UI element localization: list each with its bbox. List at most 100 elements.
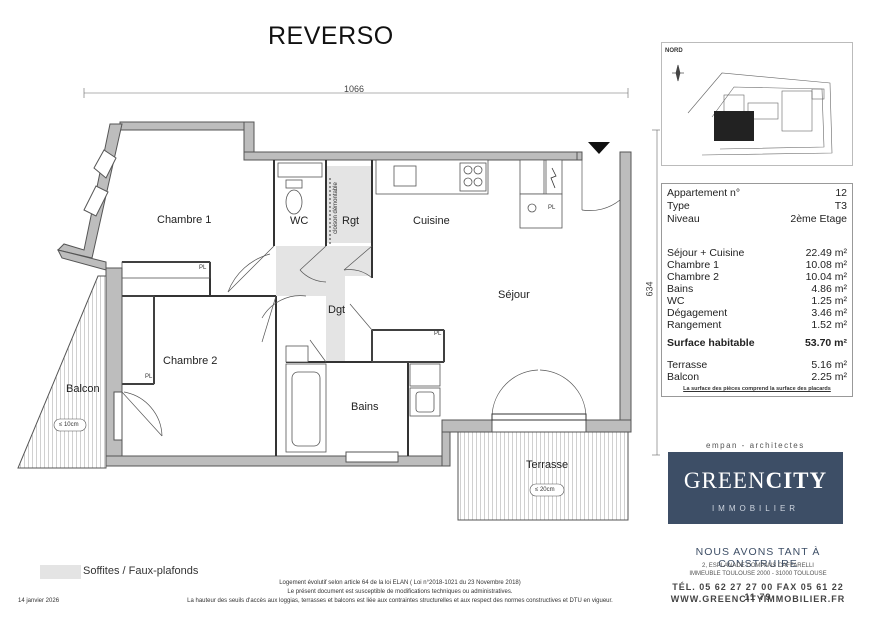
info-label: Surface habitable bbox=[667, 337, 755, 349]
pl-label: PL bbox=[199, 265, 207, 271]
room-label-dgt: Dgt bbox=[328, 304, 346, 316]
terrasse-hatch bbox=[457, 431, 629, 521]
balcon-slope-label: ≤ 10cm bbox=[59, 422, 79, 428]
pl-label: PL bbox=[434, 331, 442, 337]
window bbox=[93, 149, 117, 179]
plan-date: 14 janvier 2026 bbox=[18, 598, 60, 604]
north-arrow-icon bbox=[672, 64, 684, 82]
info-label: Bains bbox=[667, 283, 694, 295]
slogan: NOUS AVONS TANT À CONSTRUIRE bbox=[695, 546, 821, 570]
room-label-wc: WC bbox=[290, 215, 309, 227]
info-value: 1.52 m² bbox=[811, 319, 847, 331]
info-value: 5.16 m² bbox=[811, 359, 847, 371]
key-plan: NORD bbox=[661, 42, 853, 166]
apartment-highlight bbox=[714, 111, 754, 141]
info-value: 22.49 m² bbox=[805, 247, 847, 259]
soffit-legend-label: Soffites / Faux-plafonds bbox=[83, 565, 199, 577]
door-swings bbox=[121, 160, 621, 437]
info-value: 1.25 m² bbox=[811, 295, 847, 307]
info-value: 10.04 m² bbox=[805, 271, 847, 283]
info-value: 2.25 m² bbox=[811, 371, 847, 383]
info-label: Rangement bbox=[667, 319, 722, 331]
info-label: WC bbox=[667, 295, 685, 307]
info-label: Chambre 2 bbox=[667, 271, 719, 283]
site-outline bbox=[687, 72, 833, 156]
address-line-1: 2, ESPLANADE COMPANS CAFFARELLI bbox=[702, 563, 814, 569]
dimension-width-line bbox=[83, 88, 629, 98]
window bbox=[83, 185, 109, 217]
room-label-balcon: Balcon bbox=[66, 383, 100, 395]
terrasse-slope-badge bbox=[529, 483, 565, 497]
info-label: Niveau bbox=[667, 213, 700, 225]
info-value: 53.70 m² bbox=[804, 337, 847, 349]
phone-fax: TÉL. 05 62 27 27 00 FAX 05 61 22 11 79 bbox=[672, 582, 844, 602]
info-row-level: Niveau 2ème Etage bbox=[667, 213, 847, 226]
info-label: Appartement n° bbox=[667, 187, 741, 199]
footer-line-2: Le présent document est susceptible de m… bbox=[287, 589, 513, 595]
website: WWW.GREENCITYIMMOBILIER.FR bbox=[670, 594, 846, 604]
info-row-type: Type T3 bbox=[667, 200, 847, 213]
info-row-apartment: Appartement n° 12 bbox=[667, 187, 847, 200]
info-row-exterior: Terrasse 5.16 m² bbox=[667, 359, 847, 372]
info-label: Séjour + Cuisine bbox=[667, 247, 745, 259]
info-value: T3 bbox=[834, 200, 847, 212]
info-row-room: Séjour + Cuisine 22.49 m² bbox=[667, 247, 847, 260]
pl-label: PL bbox=[145, 374, 153, 380]
info-value: 4.86 m² bbox=[811, 283, 847, 295]
electric-panel-icon bbox=[550, 167, 557, 189]
soffit-zone bbox=[276, 246, 372, 362]
info-label: Terrasse bbox=[667, 359, 708, 371]
room-label-cuisine: Cuisine bbox=[413, 215, 450, 227]
info-row-surface: Surface habitable 53.70 m² bbox=[667, 337, 847, 350]
info-row-exterior: Balcon 2.25 m² bbox=[667, 371, 847, 384]
floor-plan bbox=[17, 88, 660, 521]
window bbox=[113, 391, 123, 441]
soffit-zone bbox=[326, 166, 372, 243]
greencity-logo: GREENCITY IMMOBILIER bbox=[668, 452, 843, 524]
wc-fixtures bbox=[277, 162, 323, 215]
info-value: 3.46 m² bbox=[811, 307, 847, 319]
info-row-room: Bains 4.86 m² bbox=[667, 283, 847, 296]
north-label-text: NORD bbox=[665, 48, 683, 54]
surface-note: La surface des pièces comprend la surfac… bbox=[683, 386, 831, 392]
info-value: 12 bbox=[835, 187, 847, 199]
dimension-width-label: 1066 bbox=[344, 84, 365, 94]
balcon-slope-badge bbox=[53, 418, 87, 432]
footer-line-1: Logement évolutif selon article 64 de la… bbox=[279, 580, 521, 586]
logo-green: GREEN bbox=[683, 468, 766, 493]
info-row-room: Chambre 2 10.04 m² bbox=[667, 271, 847, 284]
soffit-legend-swatch bbox=[40, 565, 81, 579]
cloison-label: cloison démontable bbox=[332, 182, 339, 234]
footer-line-3: La hauteur des seuils d'accès aux loggia… bbox=[187, 598, 613, 604]
info-row-room: WC 1.25 m² bbox=[667, 295, 847, 308]
info-value: 10.08 m² bbox=[805, 259, 847, 271]
info-label: Chambre 1 bbox=[667, 259, 719, 271]
info-table: Appartement n° 12 Type T3 Niveau 2ème Et… bbox=[661, 183, 853, 397]
partitions bbox=[122, 160, 445, 456]
logo-wordmark: GREENCITY bbox=[668, 468, 843, 494]
door-threshold bbox=[491, 413, 587, 421]
key-plan-drawing bbox=[672, 64, 833, 156]
info-row-room: Rangement 1.52 m² bbox=[667, 319, 847, 332]
pl-label: PL bbox=[548, 205, 556, 211]
info-row-room: Dégagement 3.46 m² bbox=[667, 307, 847, 320]
window bbox=[345, 451, 399, 463]
room-label-bains: Bains bbox=[351, 401, 379, 413]
room-label-rgt: Rgt bbox=[342, 215, 360, 227]
info-label: Type bbox=[667, 200, 690, 212]
logo-subtitle: IMMOBILIER bbox=[711, 504, 800, 513]
info-value: 2ème Etage bbox=[790, 213, 847, 225]
logo-city: CITY bbox=[765, 468, 828, 493]
dimension-height-label: 634 bbox=[644, 281, 655, 297]
bath-fixtures bbox=[285, 345, 441, 453]
entry-arrow-icon bbox=[588, 142, 610, 154]
room-label-sejour: Séjour bbox=[498, 289, 530, 301]
plan-title: REVERSO bbox=[268, 22, 394, 50]
room-label-terrasse: Terrasse bbox=[526, 459, 569, 471]
architect-label: empan - architectes bbox=[706, 441, 805, 450]
room-label-chambre1: Chambre 1 bbox=[157, 214, 212, 226]
info-row-room: Chambre 1 10.08 m² bbox=[667, 259, 847, 272]
terrasse-slope-label: ≤ 20cm bbox=[535, 487, 555, 493]
kitchen-counter bbox=[375, 159, 563, 229]
address-line-2: IMMEUBLE TOULOUSE 2000 - 31000 TOULOUSE bbox=[689, 571, 827, 577]
